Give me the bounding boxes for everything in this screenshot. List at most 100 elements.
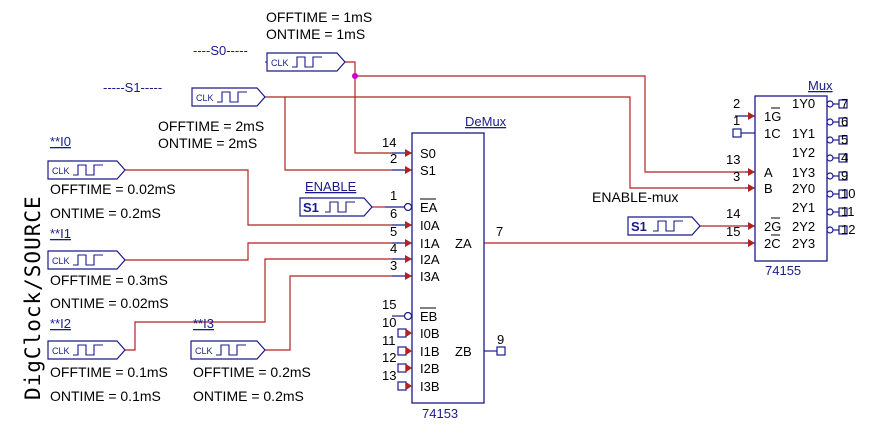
source-i2-offtime: OFFTIME = 0.1mS bbox=[50, 364, 168, 380]
demux-pin-label: I2B bbox=[420, 361, 440, 376]
mux-pin-label: 2C bbox=[764, 236, 781, 251]
source-s1[interactable]: -----S1----- CLK OFFTIME = 2mS ONTIME = … bbox=[103, 80, 266, 151]
source-s1-ontime: ONTIME = 2mS bbox=[158, 135, 257, 151]
demux-pin-num: 6 bbox=[390, 206, 397, 221]
demux-pin-num: 15 bbox=[382, 297, 396, 312]
source-enable-mux-tag: S1 bbox=[631, 219, 647, 234]
mux-74155[interactable]: Mux 74155 2 1 13 3 14 15 1G 1C A B 2G 2C bbox=[726, 78, 855, 278]
mux-pin-num: 10 bbox=[841, 186, 855, 201]
source-enable-name: ENABLE bbox=[305, 179, 357, 194]
mux-pin-label: 2Y2 bbox=[792, 219, 815, 234]
source-s0[interactable]: ----S0----- OFFTIME = 1mS ONTIME = 1mS C… bbox=[193, 9, 372, 72]
mux-part: 74155 bbox=[765, 263, 801, 278]
mux-pin-num: 6 bbox=[841, 114, 848, 129]
source-i2-ontime: ONTIME = 0.1mS bbox=[50, 388, 161, 404]
demux-pin-label: EB bbox=[420, 309, 437, 324]
source-i1-clk: CLK bbox=[52, 256, 70, 266]
demux-pin-num: 7 bbox=[496, 224, 503, 239]
demux-title: DeMux bbox=[465, 114, 507, 129]
demux-pin-label: I3A bbox=[420, 269, 440, 284]
demux-pin-num: 13 bbox=[382, 368, 396, 383]
mux-pin-label: 1Y2 bbox=[792, 145, 815, 160]
source-s0-name: ----S0----- bbox=[193, 43, 248, 58]
mux-output-terminals bbox=[826, 99, 848, 235]
demux-pin-label: I2A bbox=[420, 252, 440, 267]
mux-pin-label: 2G bbox=[764, 219, 781, 234]
demux-pin-num: 1 bbox=[390, 188, 397, 203]
mux-pin-num: 4 bbox=[841, 150, 848, 165]
mux-pin-num: 5 bbox=[841, 132, 848, 147]
demux-pin-label: I0B bbox=[420, 326, 440, 341]
demux-pin-num: 2 bbox=[390, 151, 397, 166]
mux-pin-num: 11 bbox=[841, 204, 855, 219]
source-enable-tag: S1 bbox=[303, 200, 319, 215]
source-s1-offtime: OFFTIME = 2mS bbox=[158, 118, 264, 134]
source-i3[interactable]: **I3 CLK OFFTIME = 0.2mS ONTIME = 0.2mS bbox=[190, 316, 311, 404]
source-i2-name: **I2 bbox=[50, 316, 71, 331]
source-i2[interactable]: **I2 CLK OFFTIME = 0.1mS ONTIME = 0.1mS bbox=[47, 316, 168, 404]
source-i3-name: **I3 bbox=[193, 316, 214, 331]
demux-pin-num: 5 bbox=[390, 224, 397, 239]
source-enable-mux[interactable]: ENABLE-mux S1 bbox=[592, 189, 701, 236]
demux-pin-label: S1 bbox=[420, 163, 436, 178]
side-label: DigClock/SOURCE bbox=[21, 195, 45, 400]
demux-pin-num: 11 bbox=[382, 333, 396, 348]
source-i0-clk: CLK bbox=[52, 166, 70, 176]
mux-pin-label: A bbox=[764, 165, 773, 180]
demux-pin-label: I3B bbox=[420, 379, 440, 394]
mux-pin-num: 13 bbox=[726, 152, 740, 167]
source-s0-ontime: ONTIME = 1mS bbox=[266, 26, 365, 42]
demux-pin-num: 9 bbox=[497, 332, 504, 347]
demux-pin-num: 12 bbox=[382, 350, 396, 365]
mux-pin-num: 14 bbox=[726, 206, 740, 221]
mux-pin-num: 12 bbox=[841, 222, 855, 237]
demux-pin-label: ZA bbox=[455, 236, 472, 251]
source-i1-ontime: ONTIME = 0.02mS bbox=[50, 295, 169, 311]
source-i0-ontime: ONTIME = 0.2mS bbox=[50, 205, 161, 221]
mux-pin-label: B bbox=[764, 181, 773, 196]
source-i3-clk: CLK bbox=[195, 346, 213, 356]
source-i3-offtime: OFFTIME = 0.2mS bbox=[193, 364, 311, 380]
source-i0-name: **I0 bbox=[50, 134, 71, 149]
demux-74153[interactable]: DeMux 74153 14 2 1 6 5 4 bbox=[382, 114, 507, 421]
mux-pin-num: 15 bbox=[726, 224, 740, 239]
mux-pin-label: 1C bbox=[764, 126, 781, 141]
source-s0-clk: CLK bbox=[271, 58, 289, 68]
demux-pin-num: 14 bbox=[382, 135, 396, 150]
demux-pin-num: 10 bbox=[382, 315, 396, 330]
source-s1-name: -----S1----- bbox=[103, 80, 162, 95]
source-i3-ontime: ONTIME = 0.2mS bbox=[193, 388, 304, 404]
mux-pin-label: 1Y3 bbox=[792, 165, 815, 180]
source-enable[interactable]: ENABLE S1 bbox=[299, 179, 373, 217]
demux-pin-label: I1B bbox=[420, 344, 440, 359]
mux-pin-num: 1 bbox=[733, 113, 740, 128]
demux-pin-label: I1A bbox=[420, 236, 440, 251]
mux-pin-label: 1Y0 bbox=[792, 96, 815, 111]
mux-pin-num: 7 bbox=[841, 96, 848, 111]
demux-pin-label: EA bbox=[420, 200, 438, 215]
mux-pin-num: 9 bbox=[841, 168, 848, 183]
source-i1[interactable]: **I1 CLK OFFTIME = 0.3mS ONTIME = 0.02mS bbox=[47, 226, 169, 311]
source-i0[interactable]: **I0 CLK OFFTIME = 0.02mS ONTIME = 0.2mS bbox=[47, 134, 176, 221]
mux-pin-label: 1G bbox=[764, 109, 781, 124]
demux-pin-label: ZB bbox=[455, 344, 472, 359]
demux-pin-num: 3 bbox=[390, 258, 397, 273]
wires bbox=[125, 61, 745, 351]
demux-pin-label: I0A bbox=[420, 218, 440, 233]
mux-pin-label: 2Y3 bbox=[792, 236, 815, 251]
mux-pin-label: 1Y1 bbox=[792, 126, 815, 141]
mux-pin-label: 2Y1 bbox=[792, 200, 815, 215]
source-i1-offtime: OFFTIME = 0.3mS bbox=[50, 272, 168, 288]
source-enable-mux-name: ENABLE-mux bbox=[592, 189, 678, 205]
demux-pin-num: 4 bbox=[390, 241, 397, 256]
source-i2-clk: CLK bbox=[52, 346, 70, 356]
demux-pin-label: S0 bbox=[420, 146, 436, 161]
mux-pin-num: 2 bbox=[733, 96, 740, 111]
mux-pin-num: 3 bbox=[733, 169, 740, 184]
source-i0-offtime: OFFTIME = 0.02mS bbox=[50, 181, 176, 197]
source-s1-clk: CLK bbox=[196, 93, 214, 103]
source-s0-offtime: OFFTIME = 1mS bbox=[266, 9, 372, 25]
mux-title: Mux bbox=[808, 78, 833, 93]
demux-part: 74153 bbox=[422, 406, 458, 421]
